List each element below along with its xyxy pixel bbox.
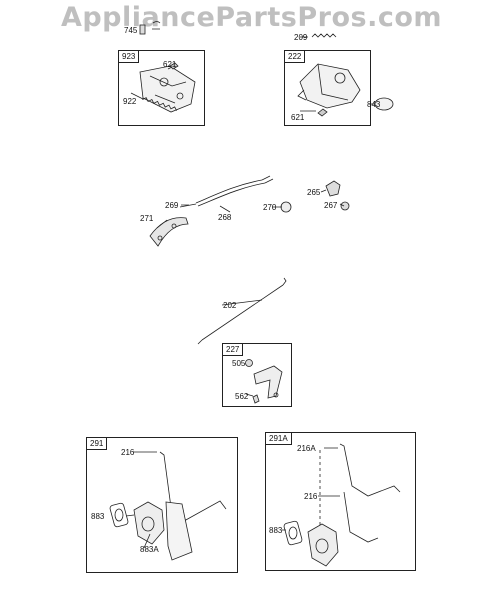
- label-621-top: 621: [163, 60, 177, 69]
- box-tag-227: 227: [223, 344, 244, 356]
- clip-621-icon: [169, 62, 179, 70]
- label-505: 505: [232, 359, 246, 368]
- label-745: 745: [124, 26, 138, 35]
- label-843: 843: [367, 100, 381, 109]
- box-tag-222: 222: [285, 51, 306, 63]
- label-922: 922: [123, 97, 137, 106]
- box-tag-291a: 291A: [266, 433, 292, 445]
- governor-link-202-icon: [197, 277, 287, 345]
- label-268: 268: [218, 213, 232, 222]
- label-216-left: 216: [121, 448, 135, 457]
- screw-562-icon: [252, 394, 260, 404]
- label-883-right: 883: [269, 526, 283, 535]
- label-269: 269: [165, 201, 179, 210]
- governor-control-bracket-icon: [139, 65, 196, 113]
- spring-209-icon: [311, 33, 337, 38]
- label-202: 202: [223, 301, 237, 310]
- box-tag-291: 291: [87, 438, 108, 450]
- control-bracket-222-icon: [297, 63, 361, 109]
- clamp-270-icon: [280, 201, 292, 213]
- label-883-left: 883: [91, 512, 105, 521]
- label-265: 265: [307, 188, 321, 197]
- label-562: 562: [235, 392, 249, 401]
- spring-922-icon: [142, 97, 177, 111]
- label-216-right: 216: [304, 492, 318, 501]
- site-watermark: AppliancePartsPros.com: [60, 2, 443, 33]
- pin-745-icon: [139, 21, 161, 35]
- gasket-883b-icon: [283, 520, 303, 546]
- throttle-cable-268-icon: [179, 175, 274, 208]
- choke-control-883b-icon: [307, 523, 339, 567]
- box-tag-923: 923: [119, 51, 140, 63]
- label-271: 271: [140, 214, 154, 223]
- screw-505-icon: [245, 359, 253, 367]
- gasket-883-icon: [109, 502, 129, 528]
- assembly-box-291: 291: [86, 437, 238, 573]
- label-883A: 883A: [140, 545, 159, 554]
- lever-271-icon: [149, 217, 189, 247]
- bracket-227-icon: [253, 365, 283, 399]
- assembly-box-291a: 291A: [265, 432, 416, 571]
- clip-621b-icon: [317, 108, 328, 117]
- label-267: 267: [324, 201, 338, 210]
- label-270: 270: [263, 203, 277, 212]
- label-209: 209: [294, 33, 308, 42]
- label-621-bottom: 621: [291, 113, 305, 122]
- assembly-box-227: 227: [222, 343, 292, 407]
- label-216A: 216A: [297, 444, 316, 453]
- assembly-box-222: 222: [284, 50, 371, 126]
- control-knob-265-icon: [325, 180, 341, 197]
- nut-267-icon: [340, 201, 350, 211]
- assembly-box-923: 923: [118, 50, 205, 126]
- choke-control-883a-icon: [133, 501, 193, 561]
